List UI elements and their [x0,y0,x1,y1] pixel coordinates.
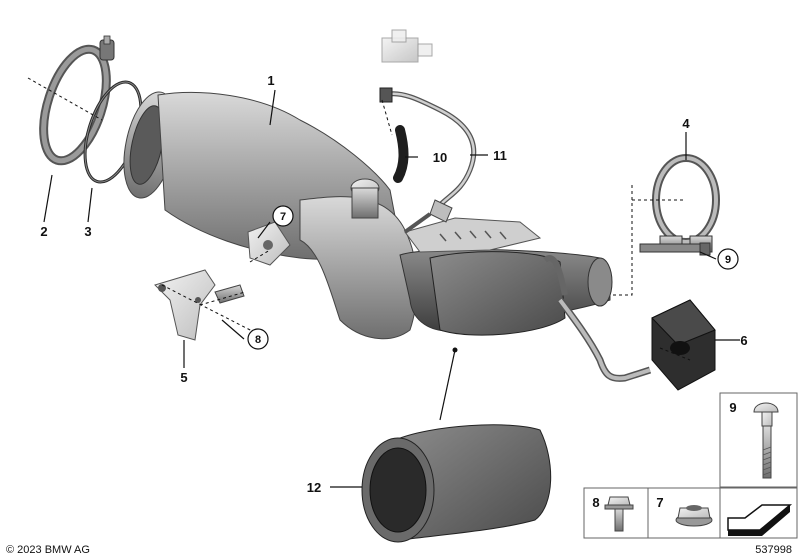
arrow-symbol-icon [727,504,793,536]
leader-lines [43,89,740,488]
callout-12: 12 [307,480,321,495]
callout-10: 10 [433,150,447,165]
legend-label-8: 8 [592,495,599,510]
callout-2: 2 [40,224,47,239]
callout-11: 11 [493,148,507,163]
fastener-legend: 9 8 7 [583,392,798,539]
callout-9-circle [717,248,739,270]
flange-bolt-icon [604,496,634,532]
bolt-icon [753,402,779,479]
hose [393,125,409,183]
assembly-lines [27,77,691,361]
exhaust-clamp [639,154,720,256]
mounting-flange [247,221,291,266]
legend-label-9: 9 [729,400,736,415]
callout-7-circle [272,205,294,227]
callout-8: 8 [255,334,261,346]
catalytic-converter [123,91,652,382]
callout-1: 1 [267,73,274,88]
callout-4: 4 [682,116,690,131]
rubber-mount [651,299,716,391]
callout-5: 5 [180,370,187,385]
callout-7: 7 [280,211,286,223]
insulation-sleeve [361,424,552,543]
flange-nut-icon [675,505,713,527]
legend-label-7: 7 [656,495,663,510]
callout-3: 3 [84,224,91,239]
callout-8-circle [247,328,269,350]
callout-6: 6 [740,333,747,348]
copyright-text: © 2023 BMW AG [6,544,90,556]
bracket [154,269,245,341]
diagram-id: 537998 [755,544,792,556]
callout-9: 9 [725,254,731,266]
sensor-line [379,29,477,234]
v-band-clamp [39,35,115,166]
